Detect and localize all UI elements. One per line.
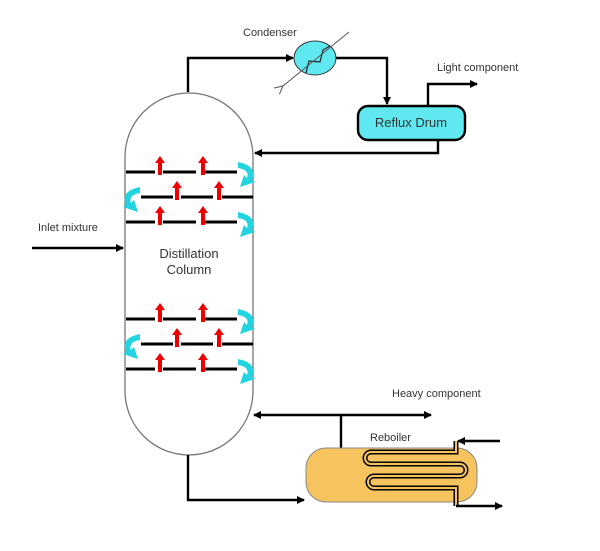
condensate-line: [336, 56, 391, 105]
condenser: [283, 31, 350, 86]
tray-group: [123, 156, 255, 384]
column-label-line2: Column: [167, 262, 212, 277]
reboiler-coil-inner: [364, 441, 467, 506]
light-component-line: [426, 80, 478, 106]
reboiler-label: Reboiler: [370, 432, 411, 444]
bottoms-line: [186, 455, 305, 504]
vapor-arrow-icon: [198, 156, 208, 175]
liquid-flow-arrow-icon: [238, 162, 255, 187]
vapor-arrow-icon: [155, 353, 165, 372]
vapor-arrow-icon: [172, 328, 182, 347]
reflux-return-line: [254, 140, 440, 157]
liquid-flow-arrow-icon: [238, 309, 255, 334]
liquid-flow-arrow-icon: [123, 187, 140, 212]
distillation-column: [124, 92, 254, 456]
inlet-mixture-label: Inlet mixture: [38, 222, 98, 234]
vapor-arrow-icon: [198, 353, 208, 372]
condenser-label: Condenser: [243, 27, 297, 39]
vapor-arrow-icon: [214, 328, 224, 347]
cooling-water-line: [283, 31, 350, 86]
heavy-component-label: Heavy component: [392, 388, 481, 400]
vapor-arrow-icon: [155, 206, 165, 225]
light-component-label: Light component: [437, 62, 518, 74]
liquid-flow-arrow-icon: [238, 359, 255, 384]
column-label-line1: Distillation: [159, 246, 218, 261]
vapor-arrow-icon: [198, 206, 208, 225]
vapor-arrow-icon: [172, 181, 182, 200]
liquid-flow-arrow-icon: [123, 334, 140, 359]
reflux-drum-label: Reflux Drum: [375, 115, 447, 130]
vapor-arrow-icon: [214, 181, 224, 200]
reflux-drum: [356, 104, 467, 142]
liquid-flow-arrow-icon: [238, 212, 255, 237]
vapor-arrow-icon: [198, 303, 208, 322]
overhead-vapor-line: [186, 54, 294, 92]
vapor-arrow-icon: [155, 156, 165, 175]
vapor-arrow-icon: [155, 303, 165, 322]
